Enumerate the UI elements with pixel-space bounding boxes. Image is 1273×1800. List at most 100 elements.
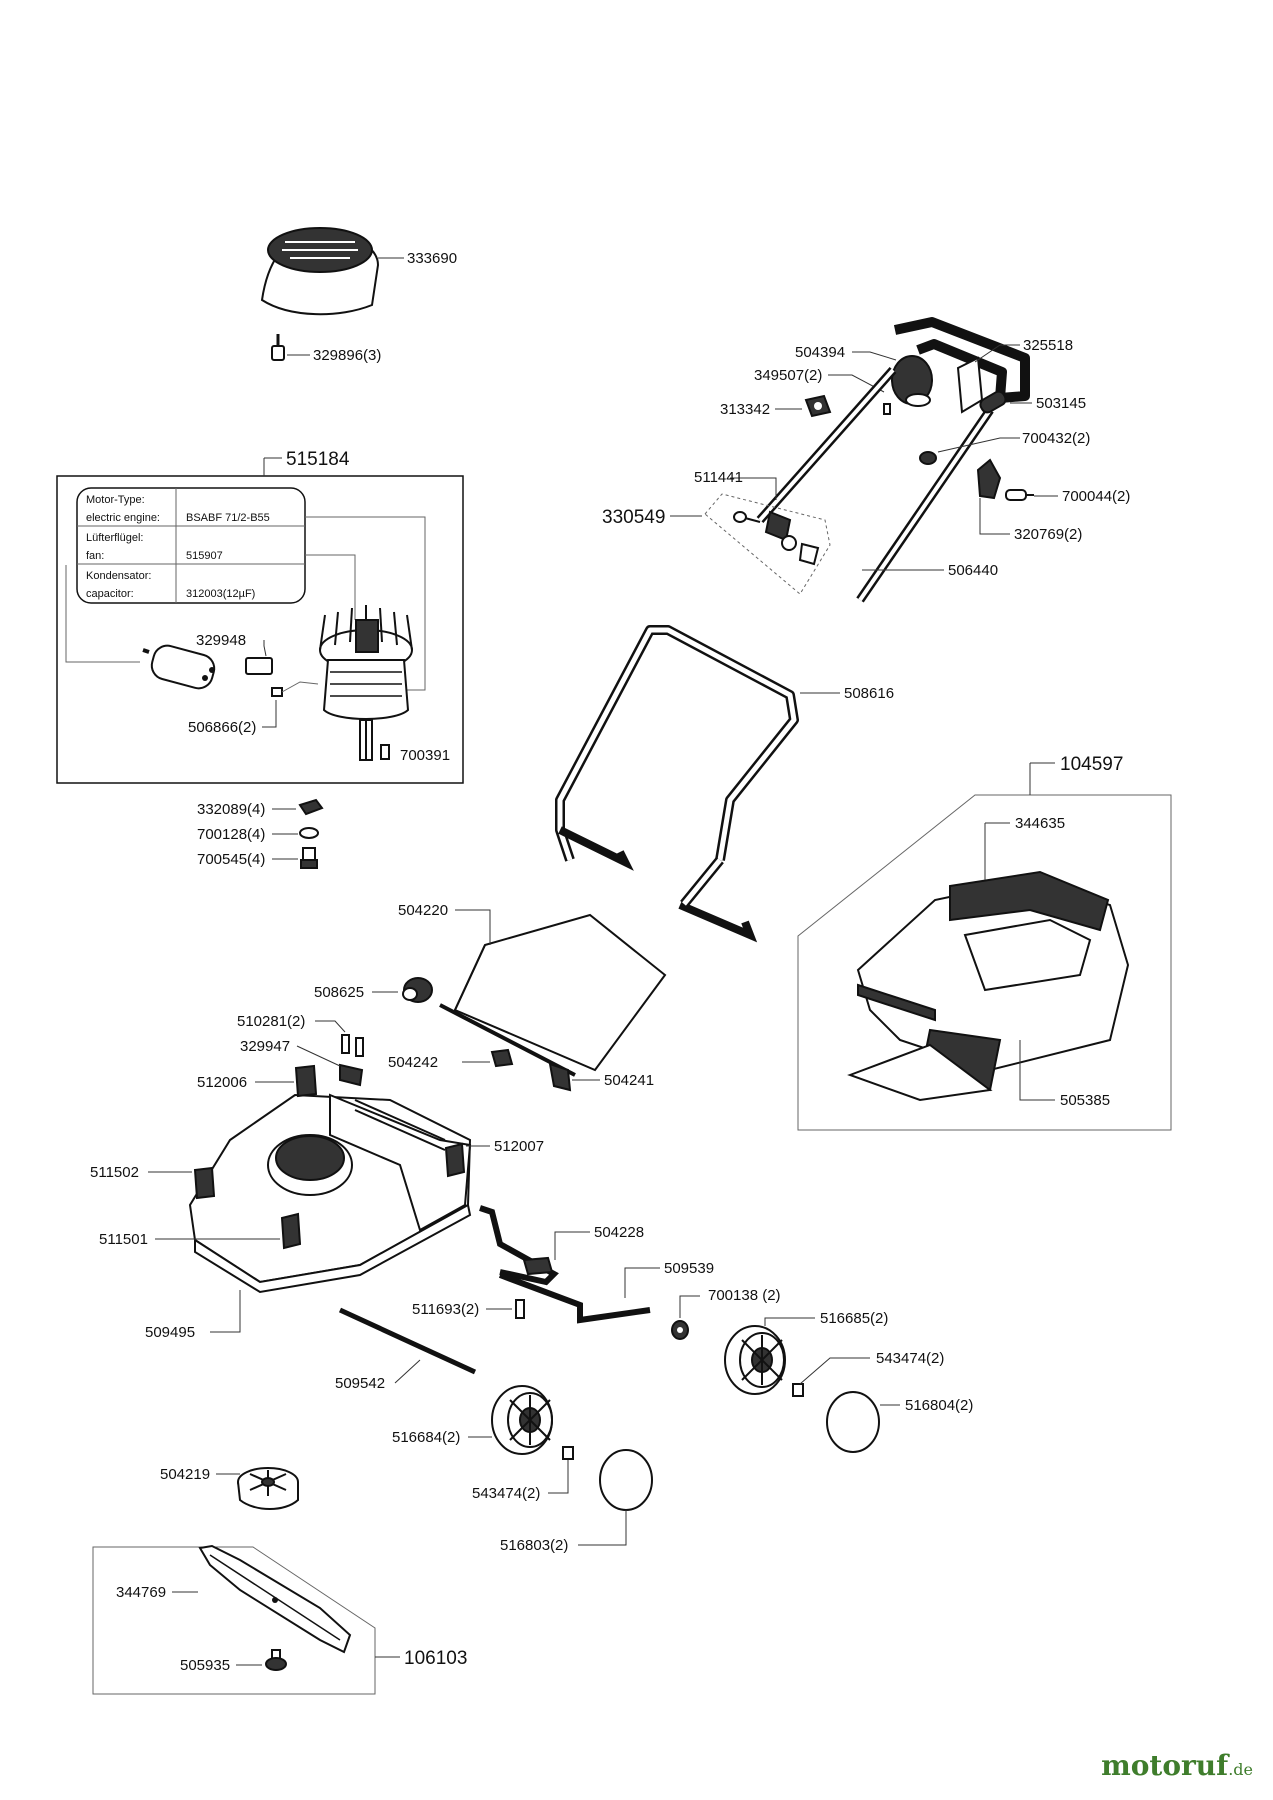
part-509495-deck [188,1093,472,1294]
part-700545-bolt [300,847,318,869]
part-516803-hubcap [599,1449,653,1511]
label-329947: 329947 [240,1038,290,1055]
label-333690: 333690 [407,250,457,267]
part-329896-screw [271,334,285,361]
part-516685-rear-wheel [724,1325,786,1395]
part-349507-screw [883,403,891,415]
label-349507: 349507(2) [754,367,822,384]
label-700545: 700545(4) [197,851,265,868]
label-511502: 511502 [90,1164,139,1181]
label-329896: 329896(3) [313,347,381,364]
label-104597: 104597 [1060,754,1123,775]
label-516804: 516804(2) [905,1397,973,1414]
part-504219-fan [237,1467,299,1510]
part-504228-height-lever [479,1205,559,1286]
svg-text:capacitor:: capacitor: [86,588,134,600]
part-511502-clip [193,1166,216,1200]
label-543474-b: 543474(2) [472,1485,540,1502]
label-504219: 504219 [160,1466,210,1483]
part-508625-spring [402,977,433,1003]
part-333690-motor-cover [260,227,380,316]
part-510281-screws [341,1034,364,1057]
label-505385: 505385 [1060,1092,1110,1109]
label-511441: 511441 [694,469,743,486]
label-330549: 330549 [602,507,665,528]
svg-text:312003(12µF): 312003(12µF) [186,588,255,600]
label-512007: 512007 [494,1138,544,1155]
part-512006-hinge [294,1064,318,1098]
label-509539: 509539 [664,1260,714,1277]
label-515184: 515184 [286,449,350,470]
label-700044: 700044(2) [1062,488,1130,505]
part-700128-washer [299,827,319,839]
svg-text:Kondensator:: Kondensator: [86,570,151,582]
part-320769-knob [976,458,1002,500]
label-700128: 700128(4) [197,826,265,843]
label-543474-a: 543474(2) [876,1350,944,1367]
part-344769-blade [198,1544,352,1654]
label-510281: 510281(2) [237,1013,305,1030]
part-512007-hinge [444,1142,466,1178]
label-700432: 700432(2) [1022,430,1090,447]
part-700432-nut [919,451,937,465]
label-516803: 516803(2) [500,1537,568,1554]
label-506866: 506866(2) [188,719,256,736]
part-329947-bracket [339,1063,364,1087]
part-509539-axle [498,1272,651,1324]
label-504241: 504241 [604,1072,654,1089]
label-700138: 700138 (2) [708,1287,781,1304]
label-504394: 504394 [795,344,845,361]
kit-330549-parts [733,510,820,566]
label-344769: 344769 [116,1584,166,1601]
part-329948-terminal [245,657,273,675]
part-332089-nut [298,798,324,816]
label-505935: 505935 [180,1657,230,1674]
part-516804-hubcap [826,1391,880,1453]
part-508616-lower-handle [555,625,799,943]
label-512006: 512006 [197,1074,247,1091]
label-508616: 508616 [844,685,894,702]
label-509542: 509542 [335,1375,385,1392]
part-504220-rear-flap [453,913,667,1072]
label-503145: 503145 [1036,395,1086,412]
part-325518-switch-plate [956,356,984,414]
label-516685: 516685(2) [820,1310,888,1327]
part-motor [319,605,413,761]
svg-text:Motor-Type:: Motor-Type: [86,494,145,506]
label-506440: 506440 [948,562,998,579]
part-700391-key [380,744,390,760]
part-511693-screw [515,1299,525,1319]
brand-logo: motoruf.de [1101,1749,1253,1782]
label-313342: 313342 [720,401,770,418]
label-344635: 344635 [1015,815,1065,832]
label-508625: 508625 [314,984,364,1001]
motor-spec-table: Motor-Type: electric engine: BSABF 71/2-… [76,487,306,604]
label-329948: 329948 [196,632,246,649]
label-106103: 106103 [404,1648,467,1669]
label-509495: 509495 [145,1324,195,1341]
label-700391: 700391 [400,747,450,764]
label-516684: 516684(2) [392,1429,460,1446]
part-505385-grass-box [847,870,1130,1102]
label-320769: 320769(2) [1014,526,1082,543]
part-504242-clip [490,1048,514,1068]
grassbox-assembly-outline [797,794,1172,1131]
part-516684-front-wheel [491,1385,553,1455]
label-325518: 325518 [1023,337,1073,354]
part-509542-rod [338,1307,477,1375]
svg-text:515907: 515907 [186,550,223,562]
part-543474-bushing-a [792,1383,804,1397]
label-504228: 504228 [594,1224,644,1241]
part-506866-connector [271,681,319,697]
part-504241-clip [548,1062,572,1092]
svg-text:fan:: fan: [86,550,104,562]
part-505935-blade-bolt [265,1649,287,1671]
part-504394-upper-handle [891,317,1030,407]
part-700044-bolt [1005,489,1034,501]
label-504242: 504242 [388,1054,438,1071]
part-511501-clip [280,1212,302,1250]
svg-text:electric engine:: electric engine: [86,512,160,524]
label-511693: 511693(2) [412,1301,479,1318]
kit-330549-box [704,493,831,595]
